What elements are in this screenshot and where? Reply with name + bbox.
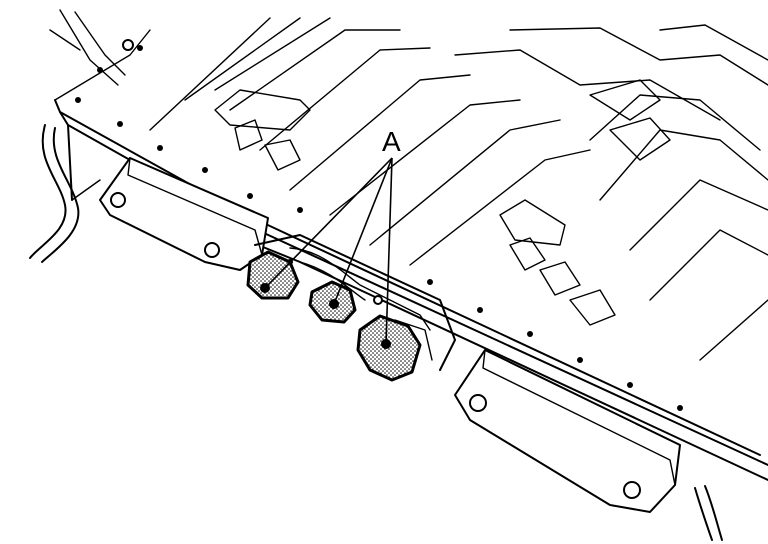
front-flange [54,29,768,466]
callout-label-a: A [382,126,401,157]
battery-cover [149,17,768,361]
left-mounting-bracket [99,157,269,271]
callout-leaders [264,157,393,345]
right-hose [694,485,723,541]
harness-connectors [246,250,422,382]
right-mounting-bracket [454,349,681,513]
left-harness [29,9,126,263]
